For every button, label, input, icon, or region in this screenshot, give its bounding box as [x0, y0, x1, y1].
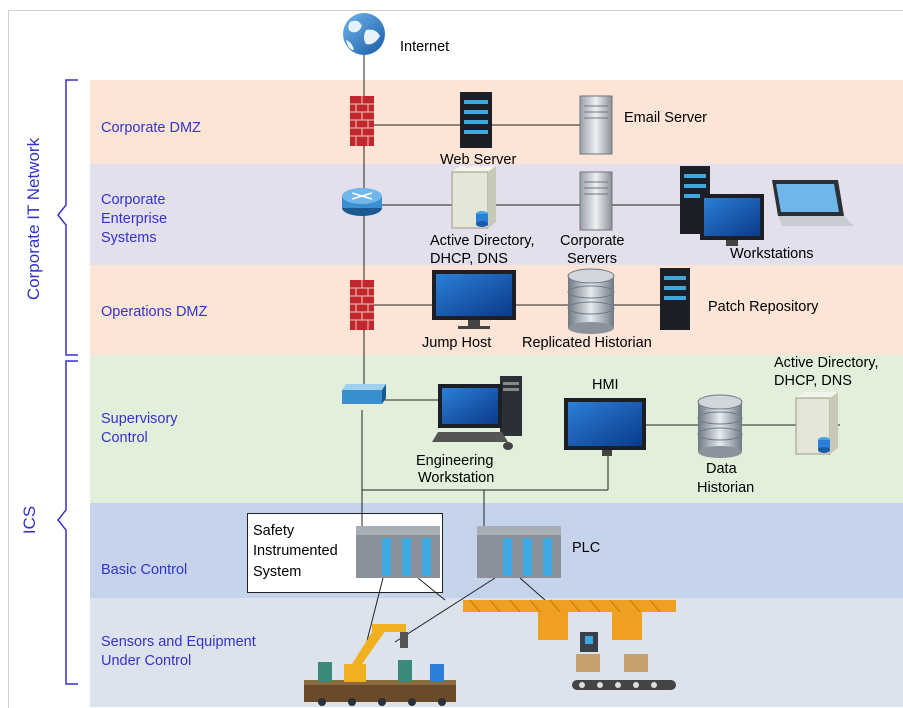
- gantry-crane-icon: [463, 599, 676, 690]
- zone-corporate-enterprise: [90, 164, 903, 265]
- zone-label-operations-dmz: Operations DMZ: [101, 304, 208, 320]
- node-label-active-directory-ics-2: DHCP, DNS: [774, 373, 852, 389]
- node-label-web-server: Web Server: [440, 152, 517, 168]
- node-label-email-server: Email Server: [624, 110, 707, 126]
- node-label-engineering-workstation-2: Workstation: [418, 470, 495, 486]
- robot-arm-icon: [304, 624, 456, 706]
- zone-label-basic-control: Basic Control: [101, 562, 188, 578]
- zone-label-corporate-enterprise-3: Systems: [101, 230, 157, 246]
- node-label-sis-1: Safety: [253, 523, 295, 539]
- hmi-icon: [564, 398, 646, 456]
- sis-controller-icon: [356, 526, 440, 578]
- router-icon: [342, 188, 382, 216]
- patch-repository-icon: [660, 268, 690, 330]
- firewall-icon-corporate: [350, 96, 374, 146]
- zone-label-sensors-1: Sensors and Equipment: [101, 634, 256, 650]
- zone-label-corporate-enterprise-1: Corporate: [101, 192, 166, 208]
- diagram-frame: [8, 10, 903, 708]
- zone-label-corporate-enterprise-2: Enterprise: [101, 211, 168, 227]
- node-label-engineering-workstation-1: Engineering: [416, 453, 494, 469]
- node-label-sis-2: Instrumented: [253, 543, 338, 559]
- zone-label-corporate-dmz: Corporate DMZ: [101, 120, 201, 136]
- node-label-active-directory-ics-1: Active Directory,: [774, 355, 879, 371]
- active-directory-server-icon-ics: [795, 392, 838, 455]
- node-label-active-directory-corp-1: Active Directory,: [430, 233, 535, 249]
- node-label-corporate-servers-1: Corporate: [560, 233, 625, 249]
- firewall-icon-operations: [350, 280, 374, 330]
- web-server-icon: [460, 92, 492, 148]
- node-label-internet: Internet: [400, 39, 450, 55]
- replicated-historian-icon: [567, 268, 615, 334]
- node-label-active-directory-corp-2: DHCP, DNS: [430, 251, 508, 267]
- node-label-jump-host: Jump Host: [422, 335, 492, 351]
- bracket-ics: [57, 360, 78, 685]
- node-label-hmi: HMI: [592, 377, 619, 393]
- node-label-data-historian-2: Historian: [697, 480, 755, 496]
- email-server-icon: [579, 95, 613, 155]
- node-label-workstations: Workstations: [730, 246, 814, 262]
- globe-icon: [343, 13, 385, 55]
- node-label-data-historian-1: Data: [706, 461, 737, 477]
- zone-label-supervisory-2: Control: [101, 430, 148, 446]
- node-label-corporate-servers-2: Servers: [567, 251, 617, 267]
- active-directory-server-icon-corporate: [451, 166, 496, 229]
- bracket-corporate-it: [57, 79, 78, 356]
- workstations-icon: [680, 166, 854, 246]
- engineering-workstation-icon: [432, 376, 522, 450]
- node-label-sis-3: System: [253, 564, 302, 580]
- zone-supervisory-control: [90, 355, 903, 503]
- jump-host-icon: [432, 270, 516, 329]
- zone-corporate-dmz: [90, 80, 903, 164]
- zone-label-supervisory-1: Supervisory: [101, 411, 178, 427]
- switch-icon: [342, 384, 386, 404]
- corporate-servers-icon: [579, 171, 613, 231]
- zone-sensors-equipment: [90, 598, 903, 707]
- plc-icon: [477, 526, 561, 578]
- node-label-replicated-historian: Replicated Historian: [522, 335, 652, 351]
- zone-label-sensors-2: Under Control: [101, 653, 192, 669]
- node-label-plc: PLC: [572, 540, 601, 556]
- node-label-patch-repository: Patch Repository: [708, 299, 819, 315]
- data-historian-icon: [697, 394, 743, 458]
